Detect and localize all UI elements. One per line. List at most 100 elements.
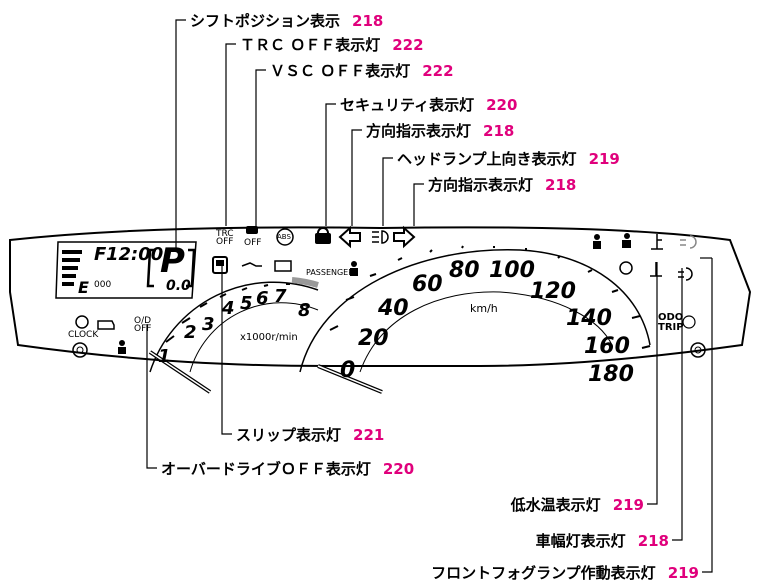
callout-label: 車幅灯表示灯 [535, 532, 626, 550]
gear-indicator: P [160, 241, 185, 281]
callout-page: 220 [486, 96, 518, 114]
callout-label: オーバードライブＯＦＦ表示灯 [161, 460, 371, 478]
leader-od [146, 324, 157, 469]
callout-low-coolant: 低水温表示灯 219 [511, 494, 644, 515]
airbag-icon [622, 233, 631, 248]
speedo-ticks [329, 245, 651, 349]
leader-vsc [255, 69, 266, 232]
redline-band [291, 277, 319, 288]
slip-icon [212, 256, 228, 274]
tach-number: 6 [256, 288, 269, 309]
callout-headlamp-high: ヘッドランプ上向き表示灯 219 [397, 148, 620, 169]
front-fog-icon [680, 235, 697, 249]
callout-page: 220 [382, 460, 415, 478]
leader-shift [175, 19, 186, 252]
speed-number: 40 [378, 296, 409, 321]
callout-page: 219 [588, 150, 620, 168]
callout-od-off: オーバードライブＯＦＦ表示灯 220 [161, 458, 414, 479]
callout-label: スリップ表示灯 [236, 426, 342, 444]
callout-page: 219 [612, 496, 644, 514]
callout-slip: スリップ表示灯 221 [236, 424, 384, 445]
callout-label: 方向指示表示灯 [366, 122, 472, 140]
callout-page: 218 [483, 122, 515, 140]
trip-button-label[interactable]: TRIP [658, 322, 684, 333]
turn-left-arrow-icon [338, 225, 361, 249]
tach-number: 3 [202, 314, 215, 335]
speedo-arc [299, 249, 651, 373]
passenger-label: PASSENGER [306, 268, 354, 277]
callout-label: 低水温表示灯 [510, 496, 601, 514]
vsc-off-car-icon [246, 226, 258, 234]
leader-headlamp [382, 157, 393, 226]
tach-unit: x1000r/min [240, 332, 298, 343]
leader-turn-right [413, 183, 424, 226]
seatbelt-reminder-icon [593, 234, 601, 249]
tach-ticks [165, 283, 290, 343]
tach-number: 7 [274, 286, 287, 307]
clock-button-label[interactable]: CLOCK [68, 330, 99, 340]
callout-turn-left: 方向指示表示灯 218 [366, 120, 514, 141]
fuel-full-label: F [94, 244, 107, 265]
abs-label: ABS [277, 233, 291, 241]
tach-number: 2 [184, 322, 197, 343]
brake-warning-icon [75, 315, 89, 329]
trip-reset-icon [682, 315, 696, 329]
oil-pressure-icon [241, 262, 262, 267]
abs-icon [276, 228, 294, 246]
seatbelt-icon [118, 340, 126, 354]
leader-turn-left [351, 129, 362, 226]
speed-number: 20 [358, 326, 389, 351]
vsc-off-label: OFF [244, 238, 262, 248]
tach-number: 8 [298, 300, 311, 321]
callout-label: ＶＳＣ ＯＦＦ表示灯 [270, 62, 411, 80]
speed-number: 180 [588, 362, 634, 387]
speed-number: 80 [449, 258, 480, 283]
leader-slip [221, 266, 232, 435]
tach-number: 5 [240, 293, 253, 314]
low-coolant-icon [651, 234, 663, 250]
leader-security [325, 103, 336, 226]
tach-inner-arc [189, 302, 319, 373]
clock-knob [72, 342, 88, 358]
speed-number: 140 [566, 306, 612, 331]
callout-security: セキュリティ表示灯 220 [340, 94, 517, 115]
leader-lines [146, 19, 713, 573]
battery-icon [274, 260, 292, 272]
speed-number: 60 [412, 272, 443, 297]
tail-light-icon [678, 267, 693, 281]
speed-number: 120 [530, 279, 576, 304]
speed-unit: km/h [470, 302, 498, 315]
headlamp-high-icon [372, 230, 389, 244]
tach-number: 4 [222, 298, 235, 319]
turn-right-arrow-icon [393, 225, 416, 249]
coolant-temp-icon [650, 262, 662, 277]
od-label: O/D [134, 316, 152, 326]
speed-number: 160 [584, 334, 630, 359]
speedo-needle [317, 364, 383, 394]
gear-bracket-right [186, 248, 196, 288]
callout-turn-right: 方向指示表示灯 218 [428, 174, 576, 195]
leader-tail [672, 268, 683, 541]
leader-fog [702, 258, 713, 573]
callout-page: 218 [352, 12, 384, 30]
callout-page: 218 [545, 176, 577, 194]
gear-bracket-left [146, 248, 156, 288]
od-off-label: OFF [134, 324, 152, 334]
speedo-inner-arc [359, 291, 613, 373]
tach-arc [149, 281, 319, 373]
callout-label: フロントフォグランプ作動表示灯 [431, 564, 656, 582]
brake-system-icon [619, 261, 633, 275]
callout-label: 方向指示表示灯 [428, 176, 534, 194]
fuel-gauge-bars [62, 250, 82, 286]
callout-label: セキュリティ表示灯 [340, 96, 475, 114]
callout-page: 221 [353, 426, 385, 444]
trc-off-label: TRC OFF [216, 229, 234, 247]
lcd-frame [55, 241, 197, 299]
trip-knob [690, 342, 706, 358]
callout-label: ヘッドランプ上向き表示灯 [397, 150, 577, 168]
